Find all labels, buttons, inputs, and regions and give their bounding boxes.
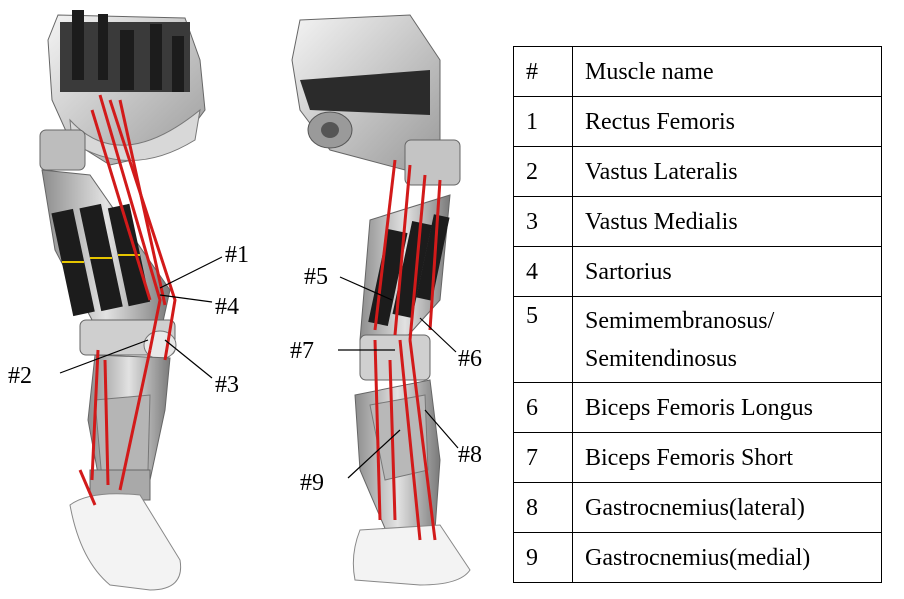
row-number: 7 [514, 433, 573, 483]
muscle-name: Gastrocnemius(medial) [573, 533, 882, 583]
callout-6: #6 [458, 346, 482, 372]
table-row: 2 Vastus Lateralis [514, 147, 882, 197]
muscle-name: Vastus Medialis [573, 197, 882, 247]
muscle-name: Vastus Lateralis [573, 147, 882, 197]
muscle-name: Biceps Femoris Longus [573, 383, 882, 433]
row-number: 1 [514, 97, 573, 147]
column-header-muscle-name: Muscle name [573, 47, 882, 97]
muscle-name: Biceps Femoris Short [573, 433, 882, 483]
row-number: 8 [514, 483, 573, 533]
row-number: 3 [514, 197, 573, 247]
robot-leg-illustration: #1 #4 #2 #3 #5 #7 #6 #8 #9 [0, 0, 500, 599]
callout-5: #5 [304, 264, 328, 290]
callout-8: #8 [458, 442, 482, 468]
row-number: 2 [514, 147, 573, 197]
table-row: 6 Biceps Femoris Longus [514, 383, 882, 433]
callout-4: #4 [215, 294, 239, 320]
table-row: 8 Gastrocnemius(lateral) [514, 483, 882, 533]
muscle-name: Gastrocnemius(lateral) [573, 483, 882, 533]
callout-7: #7 [290, 338, 314, 364]
row-number: 6 [514, 383, 573, 433]
callout-9: #9 [300, 470, 324, 496]
row-number: 9 [514, 533, 573, 583]
table-row: 7 Biceps Femoris Short [514, 433, 882, 483]
callout-2: #2 [8, 363, 32, 389]
table-row: 5 Semimembranosus/ Semitendinosus [514, 297, 882, 383]
row-number: 5 [514, 297, 573, 383]
muscle-name: Semimembranosus/ Semitendinosus [573, 297, 882, 383]
table-header-row: # Muscle name [514, 47, 882, 97]
table-row: 4 Sartorius [514, 247, 882, 297]
muscle-table: # Muscle name 1 Rectus Femoris 2 Vastus … [513, 46, 882, 583]
muscle-name: Rectus Femoris [573, 97, 882, 147]
callout-1: #1 [225, 242, 249, 268]
table-row: 1 Rectus Femoris [514, 97, 882, 147]
table-row: 9 Gastrocnemius(medial) [514, 533, 882, 583]
left-leg-front-view [40, 10, 205, 590]
callout-3: #3 [215, 372, 239, 398]
right-leg-side-view [292, 15, 470, 585]
row-number: 4 [514, 247, 573, 297]
muscle-name: Sartorius [573, 247, 882, 297]
table-row: 3 Vastus Medialis [514, 197, 882, 247]
column-header-number: # [514, 47, 573, 97]
